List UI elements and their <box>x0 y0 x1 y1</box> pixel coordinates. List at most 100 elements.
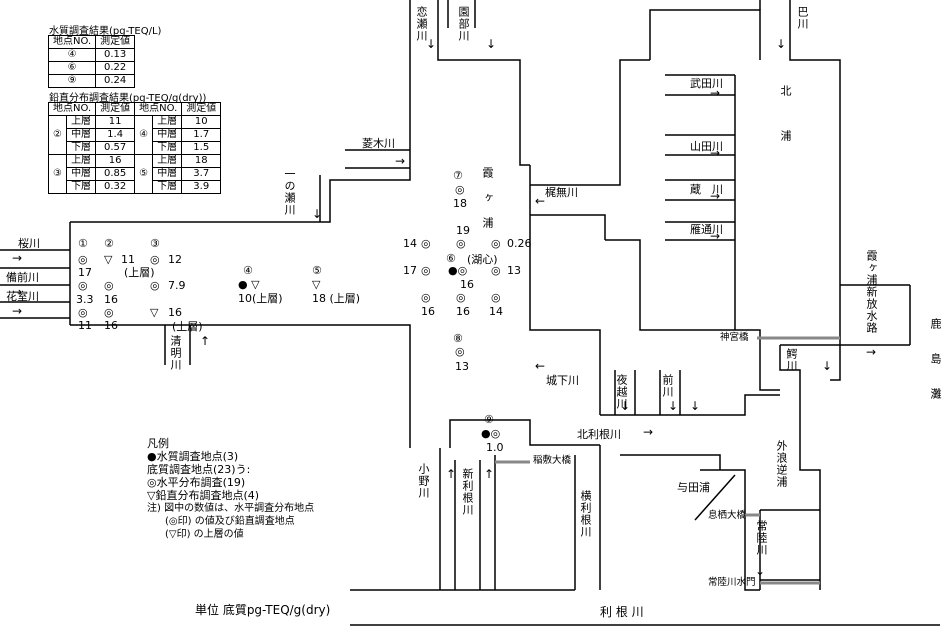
flow-arrow: ↑ <box>200 334 210 348</box>
sediment-marker: ◎ <box>78 279 88 292</box>
value: 16 <box>456 305 470 318</box>
table-cell: 0.24 <box>95 74 136 88</box>
table-header-cell: 地点NO. <box>47 102 97 116</box>
flow-arrow: → <box>710 86 720 100</box>
place-label: 霞ヶ浦 <box>481 167 494 242</box>
bridge-label: 常陸川水門 <box>708 577 756 588</box>
station-number: ⑨ <box>484 413 494 426</box>
sediment-marker: ◎ <box>455 345 465 358</box>
river-label: 常陸川 <box>755 520 768 556</box>
sediment-marker: ◎ <box>150 253 160 266</box>
value: 11 <box>121 253 135 266</box>
flow-arrow: → <box>12 285 22 299</box>
station-cell: ② <box>47 115 68 155</box>
river-label: 外浪逆浦 <box>775 440 788 488</box>
flow-arrow: ↑ <box>484 467 494 481</box>
value: 16 <box>460 278 474 291</box>
table-cell: 18 <box>181 154 222 168</box>
table-cell: 3.9 <box>181 180 222 194</box>
value: 1.0 <box>486 441 504 454</box>
station-number: ⑧ <box>453 332 463 345</box>
river-label: 菱木川 <box>362 137 395 150</box>
value: 19 <box>456 224 470 237</box>
station-number: ② <box>104 237 114 250</box>
river-label: 桜川 <box>18 237 40 250</box>
station-number: ① <box>78 237 88 250</box>
layer-cell: 中層 <box>66 167 97 181</box>
flow-arrow: → <box>12 251 22 265</box>
station-number: ⑥ <box>446 252 456 265</box>
lake-shore-sonobe <box>437 28 530 166</box>
flow-arrow: → <box>643 425 653 439</box>
value: 0.26 <box>507 237 532 250</box>
river-label: 前川 <box>661 374 674 398</box>
sediment-marker: ◎ <box>104 279 114 292</box>
sediment-marker: ◎ <box>456 291 466 304</box>
flow-arrow: → <box>710 189 720 203</box>
table-header-row: 地点NO.測定値 <box>47 35 136 49</box>
table-cell: 0.57 <box>95 141 136 155</box>
layer-cell: 中層 <box>152 167 183 181</box>
water-table-title: 水質調査結果(pg-TEQ/L) <box>49 26 162 37</box>
table-header-cell: 地点NO. <box>134 102 183 116</box>
place-label: 北浦 <box>779 85 792 175</box>
river-label: 山田川 <box>690 140 723 153</box>
water-quality-marker: ●◎ <box>448 264 468 277</box>
layer-cell: 下層 <box>66 180 97 194</box>
legend-item: ●水質調査地点(3) <box>147 450 239 463</box>
vertical-marker: ▽ <box>150 306 159 319</box>
table-cell: 1.5 <box>181 141 222 155</box>
flow-arrow: ↓ <box>690 399 700 413</box>
lake-shore-south <box>449 419 600 448</box>
river-label: 花室川 <box>6 290 39 303</box>
table-cell: 10 <box>181 115 222 129</box>
sediment-marker: ◎ <box>104 306 114 319</box>
sediment-marker: ◎ <box>421 291 431 304</box>
river-label: 武田川 <box>690 77 723 90</box>
place-label: 霞ヶ浦新放水路 <box>865 250 878 334</box>
river-label: 夜越川 <box>615 374 628 410</box>
water-quality-marker: ● ▽ <box>238 278 260 291</box>
flow-arrow: ← <box>535 194 545 208</box>
table-cell: 0.22 <box>95 61 136 75</box>
value: 18 <box>453 197 467 210</box>
river-label: 鰐川 <box>785 348 798 372</box>
river-label: 梶無川 <box>545 186 578 199</box>
flow-arrow: → <box>395 154 405 168</box>
unit-label: 単位 底質pg-TEQ/g(dry) <box>195 603 331 617</box>
flow-arrow: ← <box>535 359 545 373</box>
value: 10(上層) <box>238 292 283 305</box>
value: 17 <box>403 264 417 277</box>
layer-cell: 上層 <box>152 115 183 129</box>
flow-arrow: ↓ <box>776 37 786 51</box>
value: 13 <box>455 360 469 373</box>
legend-item: ▽鉛直分布調査地点(4) <box>147 489 260 502</box>
legend-note: (◎印) の値及び鉛直調査地点 <box>165 516 295 527</box>
river-label: 小野川 <box>417 463 430 499</box>
flow-arrow: ↓ <box>822 359 832 373</box>
vertical-marker: ▽ <box>104 253 113 266</box>
river-label: 備前川 <box>6 271 39 284</box>
table-cell: ⑥ <box>47 61 97 75</box>
river-label: 園部川 <box>457 6 470 42</box>
value: 16 <box>104 293 118 306</box>
value: 13 <box>507 264 521 277</box>
lake-shore-right <box>529 165 601 415</box>
station-number: ⑤ <box>312 264 322 277</box>
flow-arrow: ↓ <box>486 37 496 51</box>
river-label: 利 根 川 <box>600 605 644 619</box>
vertical-table-title: 鉛直分布調査結果(pg-TEQ/g(dry)) <box>49 93 207 104</box>
vertical-marker: ▽ <box>312 278 321 291</box>
table-header-cell: 測定値 <box>95 102 136 116</box>
table-cell: ④ <box>47 48 97 62</box>
sediment-marker: ◎ <box>421 264 431 277</box>
legend-note: 注) 図中の数値は、水平調査分布地点 <box>147 503 315 514</box>
legend-title: 凡例 <box>147 437 169 450</box>
table-cell: 3.7 <box>181 167 222 181</box>
flow-arrow: ↓ <box>620 399 630 413</box>
legend-note: (▽印) の上層の値 <box>165 529 244 540</box>
